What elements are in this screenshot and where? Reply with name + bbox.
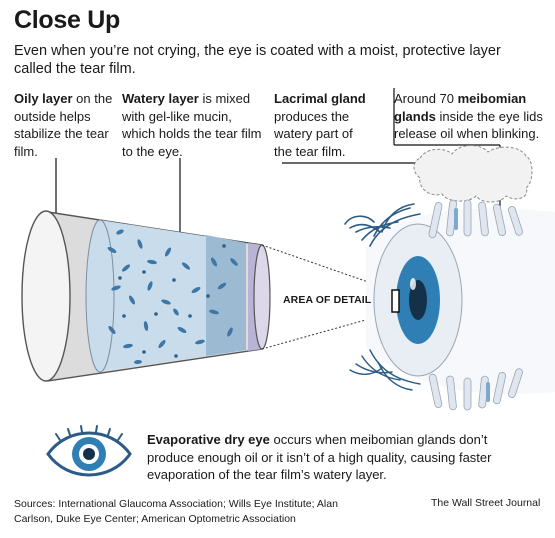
callout-meibomian-text: inside the eye lids release oil when bli… <box>394 108 543 142</box>
mucin-dots <box>118 244 226 358</box>
callout-watery-layer: Watery layer is mixed with gel-like muci… <box>122 90 262 160</box>
callout-lacrimal-bold: Lacrimal gland <box>274 91 366 106</box>
tear-film-cylinder <box>21 210 271 382</box>
credit: The Wall Street Journal <box>431 497 541 509</box>
meibomian-glands-lower <box>428 368 523 411</box>
area-of-detail-label: AREA OF DETAIL <box>283 294 372 306</box>
mucin-layer <box>206 235 246 356</box>
page-subtitle: Even when you’re not crying, the eye is … <box>14 43 501 77</box>
page-title: Close Up <box>14 6 120 34</box>
lacrimal-gland-icon <box>413 145 533 203</box>
eye-illustration <box>344 199 555 411</box>
callout-lacrimal-gland: Lacrimal gland produces the watery part … <box>274 90 374 160</box>
note-bold: Evaporative dry eye <box>147 432 270 447</box>
callout-oily-layer: Oily layer on the outside helps stabiliz… <box>14 90 114 160</box>
mucin-particles <box>107 229 238 365</box>
sources: Sources: International Glaucoma Associat… <box>14 498 338 525</box>
eye-icon <box>46 425 132 477</box>
callout-meibomian-bold: meibomian glands <box>394 91 527 124</box>
area-of-detail-marker <box>391 289 400 313</box>
evaporative-dry-eye-note: Evaporative dry eye occurs when meibomia… <box>147 431 527 484</box>
meibomian-gland-highlights <box>454 208 490 402</box>
watery-layer <box>100 220 236 371</box>
oily-layer-cap <box>21 210 71 382</box>
callout-watery-bold: Watery layer <box>122 91 199 106</box>
callout-watery-text: is mixed with gel-like mucin, which hold… <box>122 91 262 159</box>
pupil <box>409 280 427 320</box>
note-text: occurs when meibomian glands don’t produ… <box>147 432 492 482</box>
callout-oily-text: on the outside helps stabilize the tear … <box>14 91 113 159</box>
callout-lacrimal-text: produces the watery part of the tear fil… <box>274 108 353 159</box>
callout-meibomian-pre: Around 70 <box>394 91 458 106</box>
callout-meibomian-glands: Around 70 meibomian glands inside the ey… <box>394 90 544 143</box>
callout-oily-bold: Oily layer <box>14 91 73 106</box>
